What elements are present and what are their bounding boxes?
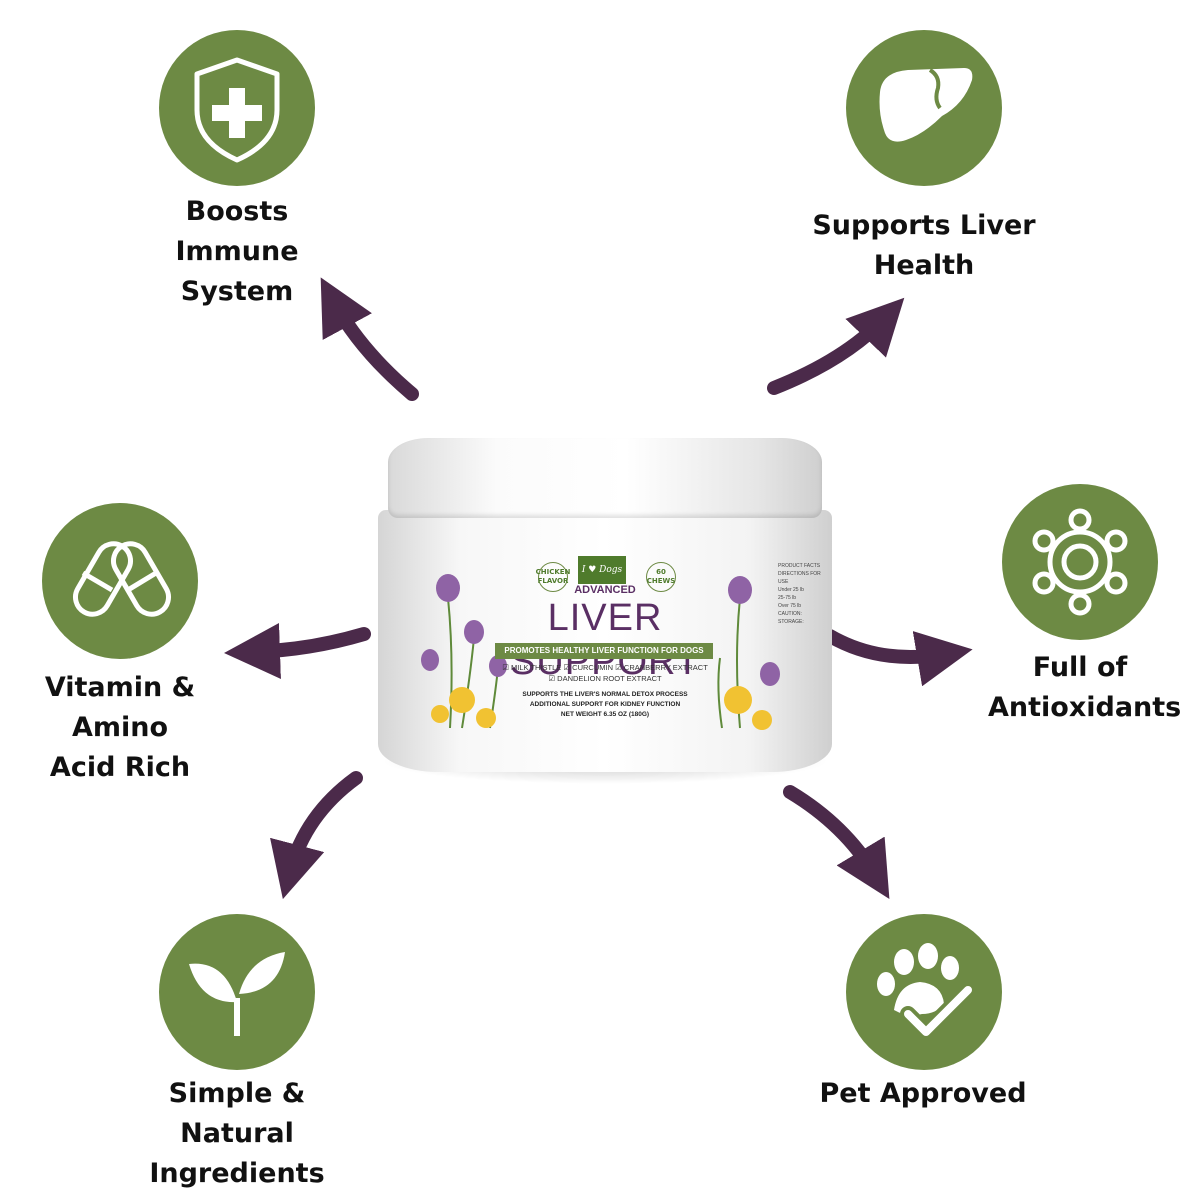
arrow-to-immune — [320, 277, 419, 401]
arrow-to-antioxidants — [823, 629, 973, 687]
liver-badge — [846, 30, 1002, 186]
product-ingredients: ☑ MILK THISTLE ☑ CURCUMIN ☑ CRANBERRY EX… — [502, 663, 708, 683]
arrow-to-liver — [767, 297, 905, 395]
label-vitamin: Vitamin & Amino Acid Rich — [0, 668, 240, 788]
capsules-icon — [73, 541, 171, 617]
antioxidant-badge — [1002, 484, 1158, 640]
label-liver-text: Supports Liver Health — [812, 210, 1036, 281]
label-natural-text: Simple & Natural Ingredients — [149, 1078, 325, 1189]
liver-icon — [879, 68, 973, 142]
flavor-badge-text: CHICKEN FLAVOR — [535, 568, 571, 585]
sprout-icon — [189, 952, 285, 1036]
label-immune: Boosts Immune System — [120, 192, 354, 312]
label-antioxidants-text: Full of Antioxidants — [988, 652, 1182, 723]
molecule-icon — [1032, 508, 1128, 616]
pet-badge — [846, 914, 1002, 1070]
arrow-to-vitamin — [224, 623, 371, 680]
label-vitamin-text: Vitamin & Amino Acid Rich — [44, 672, 196, 783]
count-badge: 60 CHEWS — [646, 562, 676, 592]
jar-body — [378, 510, 832, 772]
label-antioxidants: Full of Antioxidants — [988, 648, 1181, 728]
brand-logo-text: I ♥ Dogs — [581, 565, 623, 575]
arrow-to-pet — [783, 785, 890, 900]
label-pet: Pet Approved — [818, 1074, 1028, 1114]
label-natural: Simple & Natural Ingredients — [112, 1074, 362, 1194]
vitamin-badge — [42, 503, 198, 659]
product-side-text: PRODUCT FACTS DIRECTIONS FOR USE Under 2… — [778, 563, 821, 625]
product-jar: CHICKEN FLAVOR I ♥ Dogs 60 CHEWS ADVANCE… — [370, 438, 840, 784]
label-liver: Supports Liver Health — [800, 206, 1048, 286]
shield-plus-icon — [194, 57, 280, 163]
arrow-to-natural — [270, 771, 363, 900]
natural-badge — [159, 914, 315, 1070]
label-pet-text: Pet Approved — [819, 1078, 1027, 1109]
thistle-illustration — [421, 574, 780, 730]
product-advanced: ADVANCED — [574, 584, 636, 596]
flavor-badge: CHICKEN FLAVOR — [535, 562, 571, 592]
immune-badge — [159, 30, 315, 186]
jar-lid — [388, 438, 822, 518]
paw-check-icon — [877, 943, 976, 1040]
product-strip: PROMOTES HEALTHY LIVER FUNCTION FOR DOGS — [495, 643, 713, 659]
product-claims: SUPPORTS THE LIVER'S NORMAL DETOX PROCES… — [522, 691, 688, 718]
count-badge-text: 60 CHEWS — [646, 568, 676, 585]
brand-logo: I ♥ Dogs — [578, 556, 626, 584]
label-immune-text: Boosts Immune System — [175, 196, 299, 307]
